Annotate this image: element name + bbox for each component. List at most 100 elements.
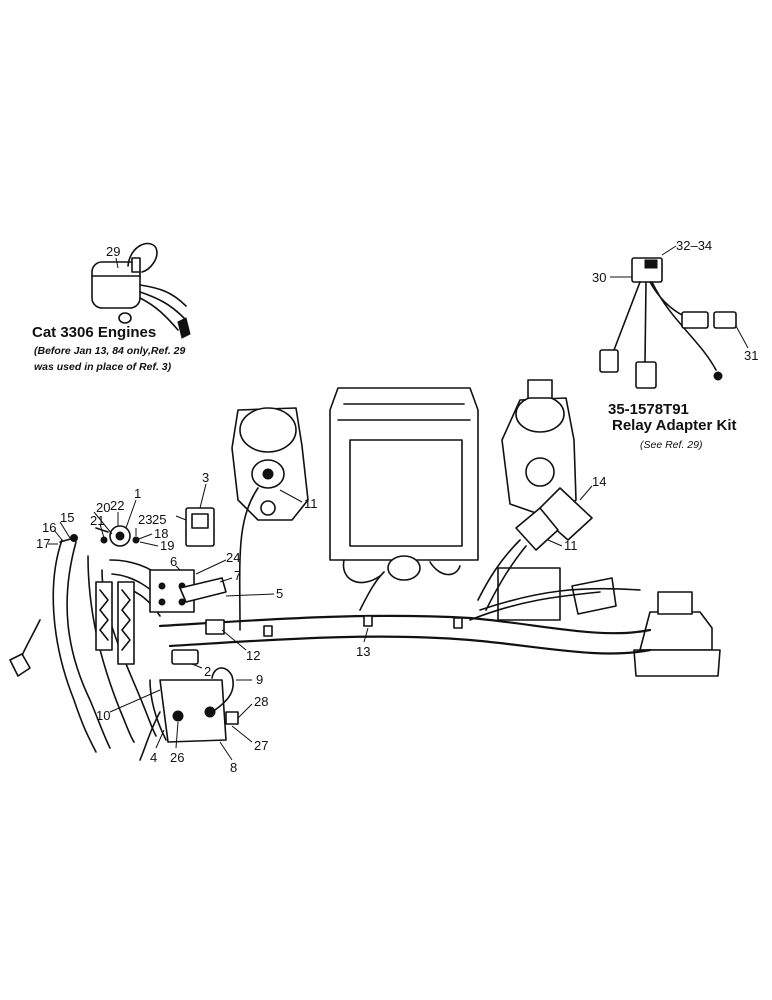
center-fitting — [387, 555, 421, 581]
relay-29-terminal — [131, 257, 141, 273]
leader-8 — [219, 741, 233, 761]
callout-6: 6 — [170, 554, 177, 569]
cat-engines-title: Cat 3306 Engines — [32, 324, 156, 341]
callout-17: 17 — [36, 536, 50, 551]
relay-29-mount — [118, 312, 132, 324]
leader-21 — [99, 523, 105, 539]
junction-1-stud — [115, 531, 125, 541]
relay-8-loop-9 — [211, 667, 234, 713]
callout-3: 3 — [202, 470, 209, 485]
callout-8: 8 — [230, 760, 237, 775]
left-wiring-bundle — [9, 483, 275, 761]
leader-26 — [175, 721, 179, 749]
harness-branch-left — [238, 487, 259, 631]
callout-32-34: 32–34 — [676, 238, 712, 253]
kit-connector-b — [635, 361, 657, 389]
kit-connector-a — [599, 349, 619, 373]
relay-3-cap — [191, 513, 209, 529]
callout-30: 30 — [592, 270, 606, 285]
relay-8 — [159, 679, 227, 743]
leader-5 — [225, 593, 275, 597]
relay-29-loop-wire — [127, 242, 158, 273]
callout-31: 31 — [744, 348, 758, 363]
leader-20 — [93, 511, 113, 535]
right-sender-body — [639, 611, 713, 651]
engine-components — [231, 379, 721, 677]
cat-engines-note-1: (Before Jan 13, 84 only,Ref. 29 — [34, 345, 185, 357]
callout-24: 24 — [226, 550, 240, 565]
pigtail-connector — [9, 653, 31, 677]
fuse-2 — [171, 649, 199, 665]
relay-29-leads — [139, 284, 187, 331]
callout-5: 5 — [276, 586, 283, 601]
kit-part-number: 35-1578T91 — [608, 401, 689, 418]
leader-1 — [125, 499, 137, 529]
connector-11b — [515, 507, 559, 551]
leader-4 — [155, 729, 165, 749]
callout-12: 12 — [246, 648, 260, 663]
callout-28: 28 — [254, 694, 268, 709]
pigtail-wire — [19, 619, 41, 661]
right-solenoid-nut — [527, 379, 553, 399]
leader-7 — [219, 577, 233, 583]
callout-2: 2 — [204, 664, 211, 679]
harness-branch-right — [469, 587, 641, 621]
cat-engines-note-2: was used in place of Ref. 3) — [34, 361, 172, 373]
harness-clip-13 — [363, 615, 373, 627]
harness-trunk-bottom — [168, 635, 652, 655]
bracket-outline — [497, 567, 561, 621]
kit-harness-wires — [613, 281, 717, 371]
harness-trunk-top — [158, 614, 652, 635]
leader-16 — [53, 529, 63, 541]
block-6-stud-c — [158, 598, 166, 606]
fuse-12 — [205, 619, 225, 635]
callout-27: 27 — [254, 738, 268, 753]
block-6-stud-a — [158, 582, 166, 590]
harness-clip-2 — [453, 617, 463, 629]
left-starter-cap — [239, 407, 297, 453]
right-sender-top — [657, 591, 693, 615]
right-solenoid-cap — [515, 395, 565, 433]
harness-branch-center — [359, 571, 385, 611]
center-block — [329, 387, 479, 561]
bundle-wire-1 — [52, 539, 97, 753]
harness-clip-1 — [263, 625, 273, 637]
callout-29: 29 — [106, 244, 120, 259]
callout-23: 23 — [138, 512, 152, 527]
kit-relay-cap — [644, 259, 658, 269]
callout-1: 1 — [134, 486, 141, 501]
leader-28 — [237, 703, 253, 719]
cat3306-relay-inset: 29 Cat 3306 Engines (Before Jan 13, 84 o… — [32, 242, 191, 373]
leader-14 — [579, 485, 593, 501]
leader-29 — [115, 257, 119, 269]
callout-numbers: 1 3 20 22 21 23 25 15 16 17 18 19 24 6 7… — [36, 470, 606, 775]
leader-2 — [191, 663, 203, 669]
relay-29-connector — [177, 317, 191, 339]
relay-8-leads — [139, 679, 167, 761]
callout-20: 20 — [96, 500, 110, 515]
center-block-ribs — [337, 403, 471, 421]
bundle-wire-2 — [66, 541, 111, 749]
callout-11-right: 11 — [564, 538, 578, 553]
center-block-panel — [349, 439, 463, 547]
leader-11b — [547, 539, 563, 547]
bundle-sleeve-b — [117, 581, 135, 665]
kit-ring-terminal — [713, 371, 723, 381]
callout-11-left: 11 — [304, 496, 318, 511]
left-starter-stud — [262, 468, 274, 480]
callout-14: 14 — [592, 474, 606, 489]
leader-31 — [735, 325, 749, 349]
leader-32 — [661, 245, 677, 256]
leader-13 — [363, 627, 369, 643]
leader-11a — [279, 489, 303, 503]
right-lead-wires — [477, 539, 527, 611]
leader-27 — [231, 725, 253, 743]
leader-15 — [59, 521, 71, 539]
kit-connector-c — [681, 311, 709, 329]
callout-15: 15 — [60, 510, 74, 525]
right-plug — [571, 577, 617, 615]
kit-connector-d — [713, 311, 737, 329]
leader-3 — [199, 483, 207, 509]
